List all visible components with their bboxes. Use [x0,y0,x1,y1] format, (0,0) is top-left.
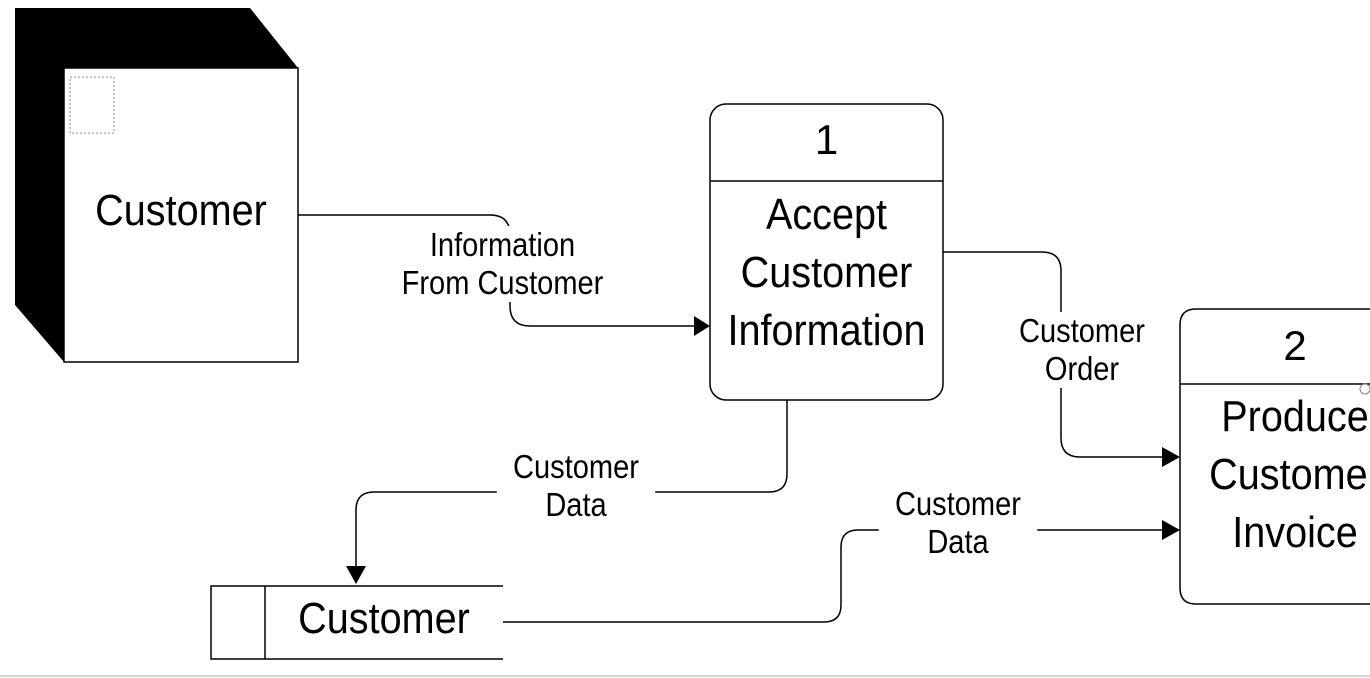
flow-label-line: From Customer [385,263,620,302]
process-2-box[interactable] [1179,308,1370,605]
flow-label-line: Order [1006,349,1158,388]
flow-label-line: Customer [878,485,1038,523]
flow-label-info-from-customer: Information From Customer [385,226,620,302]
arrowhead [694,316,710,336]
flow-label-line: Data [496,485,656,524]
flow-label-line: Data [878,522,1038,561]
process-1-line: Accept [765,190,888,239]
process-2-name: Produce Customer Invoice [1192,388,1370,562]
process-2-number: 2 [1283,322,1307,369]
process-2-line: Produce [1221,392,1369,441]
selection-handle [69,76,115,134]
data-store-box[interactable] [210,585,503,660]
process-1-line: Information [727,306,926,355]
process-2-line: Invoice [1232,508,1358,557]
connection-handle [1359,383,1370,395]
external-entity-label: Customer [95,186,267,235]
process-1-line: Customer [740,248,913,297]
flow-label-customer-order: Customer Order [1006,312,1158,388]
process-1-name: Accept Customer Information [722,186,932,360]
arrowhead [346,566,366,584]
external-entity-shadow [15,8,298,362]
arrowhead [1162,447,1180,467]
process-1-number: 1 [814,116,839,163]
flow-label-line: Information [385,226,620,264]
flow-label-line: Customer [496,448,656,486]
external-entity-box[interactable] [63,67,299,363]
arrowhead [1162,520,1180,540]
flow-customer-data-to-process2[interactable] [503,529,1164,623]
flow-label-line: Customer [1006,312,1158,350]
process-2-line: Customer [1209,450,1370,499]
data-store-label: Customer [298,594,470,643]
flow-label-customer-data-store: Customer Data [496,448,656,524]
flow-label-customer-data-process2: Customer Data [878,485,1038,561]
